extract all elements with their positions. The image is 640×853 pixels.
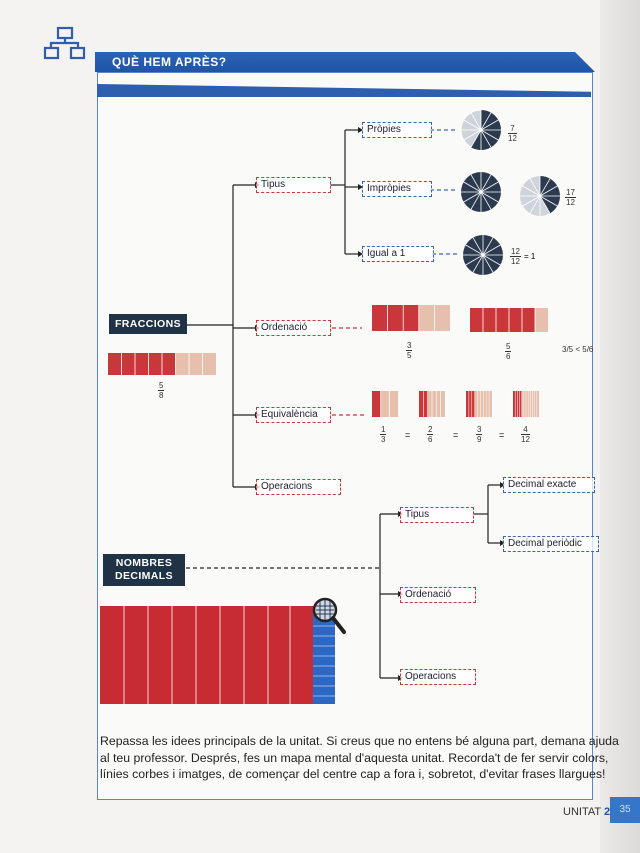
decimals-tipus-label: Tipus <box>400 507 474 523</box>
decimals-line-2: DECIMALS <box>114 570 174 582</box>
fraccions-box: FRACCIONS <box>109 314 187 334</box>
igual-rest: = 1 <box>524 252 536 261</box>
fraccions-ordenacio-label: Ordenació <box>256 320 331 336</box>
nombres-decimals-box: NOMBRES DECIMALS <box>103 554 185 586</box>
equals-sign: = <box>405 430 411 440</box>
decimal-periodic-label: Decimal periòdic <box>503 536 599 552</box>
decimals-operacions-label: Operacions <box>400 669 476 685</box>
fraction-bars <box>108 305 548 417</box>
fraccions-equivalencia-label: Equivalència <box>256 407 331 423</box>
magnifier-icon <box>312 597 346 634</box>
section-title: QUÈ HEM APRÈS? <box>112 55 227 69</box>
decimal-exacte-label: Decimal exacte <box>503 477 595 493</box>
hierarchy-icon <box>43 26 86 60</box>
page-number: 35 <box>610 797 640 823</box>
unit-footer: UNITAT 2 <box>563 806 610 818</box>
equals-sign: = <box>499 430 505 440</box>
decimals-ordenacio-label: Ordenació <box>400 587 476 603</box>
instructions-paragraph: Repassa les idees principals de la unita… <box>100 734 619 781</box>
unit-number: 2 <box>603 806 611 818</box>
decimal-grid-figure <box>100 597 346 704</box>
unit-label: UNITAT <box>563 806 601 818</box>
header-bar <box>95 52 595 72</box>
impropies-label: Impròpies <box>362 181 432 197</box>
page-shadow <box>600 0 640 853</box>
decimals-line-1: NOMBRES <box>115 557 173 569</box>
equals-sign: = <box>453 430 459 440</box>
igual-a-1-label: Igual a 1 <box>362 246 434 262</box>
fraccions-tipus-label: Tipus <box>256 177 331 193</box>
fraccions-operacions-label: Operacions <box>256 479 341 495</box>
propies-label: Pròpies <box>362 122 432 138</box>
ordenacio-comparison: 3/5 < 5/6 <box>562 345 594 354</box>
fraction-circles <box>460 109 560 275</box>
